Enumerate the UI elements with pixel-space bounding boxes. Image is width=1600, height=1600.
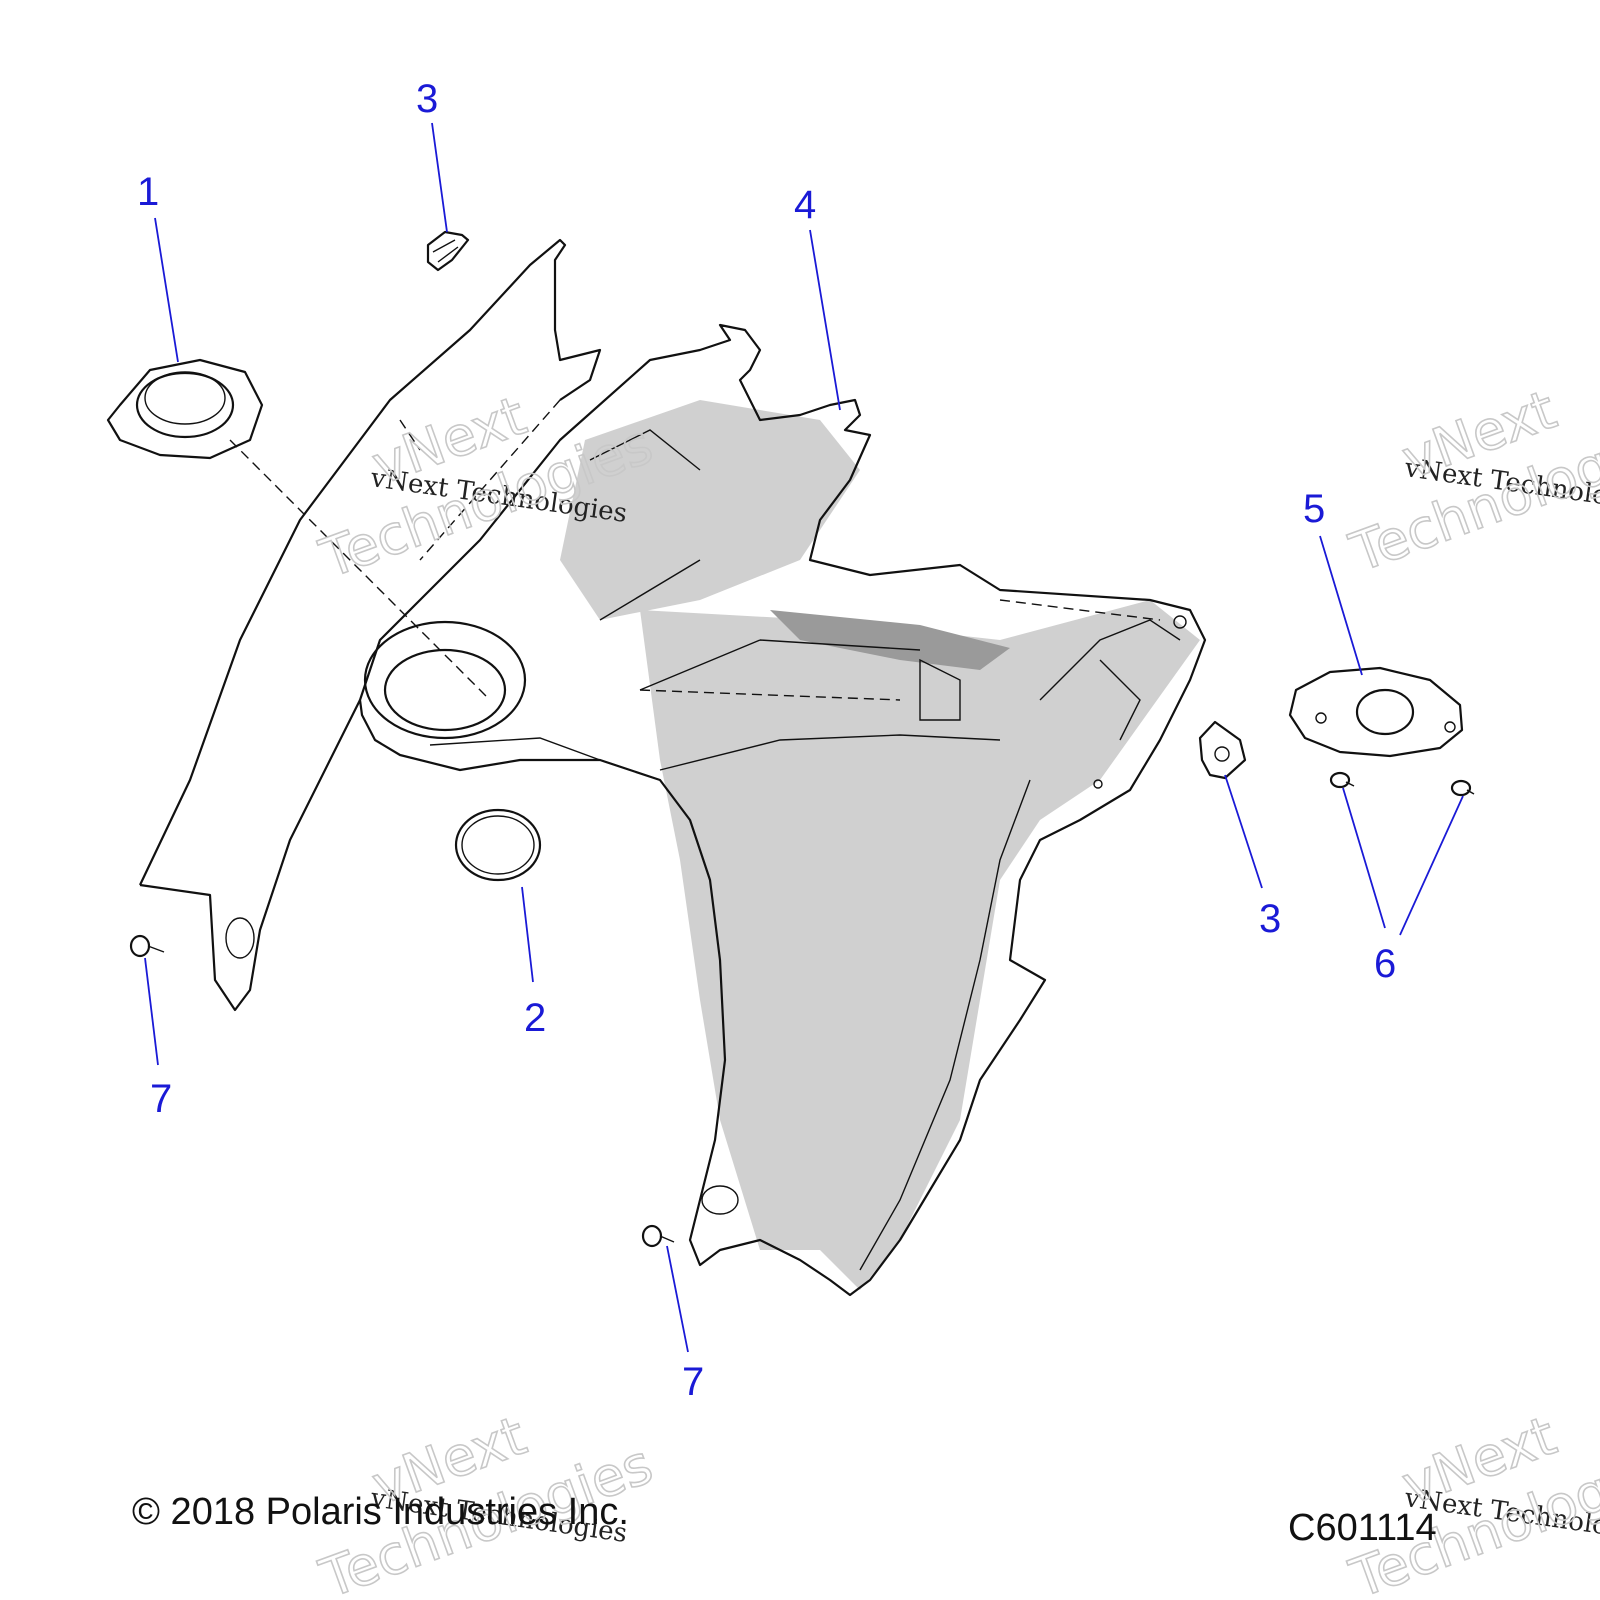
shroud-rib-right xyxy=(859,779,1031,1271)
part-1-grommet xyxy=(106,358,491,701)
shroud-detail-lines xyxy=(429,429,1181,771)
rivet-7-bottom xyxy=(641,1224,675,1248)
shroud-tank-opening-inner xyxy=(383,648,507,732)
callout-5: 5 xyxy=(1303,487,1325,531)
shroud-left-flap-outline xyxy=(139,238,602,886)
callout-6: 6 xyxy=(1374,942,1396,986)
shroud-mount-boss-bottom xyxy=(701,1185,739,1215)
seal-ring-inner xyxy=(461,815,535,875)
leader-7-bottom xyxy=(666,1245,689,1353)
callout-1: 1 xyxy=(137,170,159,214)
screw-6-left xyxy=(1329,771,1355,789)
copyright-text: © 2018 Polaris Industries Inc. xyxy=(132,1491,629,1533)
shroud-main-outline xyxy=(358,323,1207,1297)
part-6-screws xyxy=(1329,771,1475,797)
shroud-left-flap-lower xyxy=(139,699,361,1012)
part-4-shroud-panel xyxy=(139,238,1207,1297)
leader-6-left xyxy=(1342,787,1386,929)
seal-ring-outer xyxy=(454,808,542,882)
callout-3-top: 3 xyxy=(416,77,438,121)
screw-6-right xyxy=(1450,779,1475,797)
gasket-bolt-hole-left xyxy=(1315,712,1327,724)
clip-top-detail xyxy=(432,239,459,263)
grommet-inner-lip xyxy=(144,371,226,425)
leader-lines xyxy=(144,122,1464,1353)
shroud-shading-upper xyxy=(560,400,860,620)
shroud-mount-boss-left xyxy=(225,917,255,959)
clip-right-hole xyxy=(1214,746,1230,762)
gasket-bolt-hole-right xyxy=(1444,721,1456,733)
callout-labels: 1 2 3 3 4 5 6 7 7 xyxy=(137,77,1396,1404)
callout-7-left: 7 xyxy=(150,1077,172,1121)
watermark-bottom-big: vNext Technologies xyxy=(311,1403,661,1600)
leader-7-left xyxy=(144,957,159,1066)
footer: © 2018 Polaris Industries Inc. C601114 xyxy=(132,1491,1437,1549)
leader-3-top xyxy=(431,122,448,233)
part-2-seal-ring xyxy=(454,808,542,882)
leader-6-right xyxy=(1399,795,1464,936)
shroud-shading-right-arm xyxy=(640,600,1200,1290)
rivet-7-left xyxy=(129,934,165,958)
callout-2: 2 xyxy=(524,996,546,1040)
leader-5 xyxy=(1319,535,1363,676)
leader-3-right xyxy=(1224,774,1263,889)
leader-4 xyxy=(809,229,841,411)
grommet-inner xyxy=(135,371,235,439)
part-3-clip-top xyxy=(426,230,470,272)
leader-1 xyxy=(154,217,179,363)
gasket-outer xyxy=(1288,666,1464,758)
leader-2 xyxy=(521,886,534,983)
part-5-gasket-plate xyxy=(1288,666,1464,758)
shroud-mount-hole-right xyxy=(1173,615,1187,629)
clip-top-body xyxy=(426,230,470,272)
watermark-right-big: vNext Technologies xyxy=(1341,377,1600,585)
callout-4: 4 xyxy=(794,183,816,227)
gasket-center-hole xyxy=(1355,688,1415,736)
part-3-clip-right xyxy=(1198,720,1247,780)
part-7-rivets xyxy=(129,934,675,1248)
shroud-hidden-edges xyxy=(399,399,1161,701)
callout-3-right: 3 xyxy=(1259,897,1281,941)
diagram-code: C601114 xyxy=(1288,1507,1437,1549)
shroud-tank-opening-outer xyxy=(363,620,527,740)
grommet-alignment-line xyxy=(229,439,491,701)
watermark-bottom-right-big: vNext Technologies xyxy=(1341,1403,1600,1600)
grommet-outer xyxy=(106,358,264,460)
shroud-mount-hole-mid xyxy=(1093,779,1103,789)
shroud-dark-slot xyxy=(770,610,1010,670)
callout-7-bottom: 7 xyxy=(682,1360,704,1404)
clip-right-body xyxy=(1198,720,1247,780)
